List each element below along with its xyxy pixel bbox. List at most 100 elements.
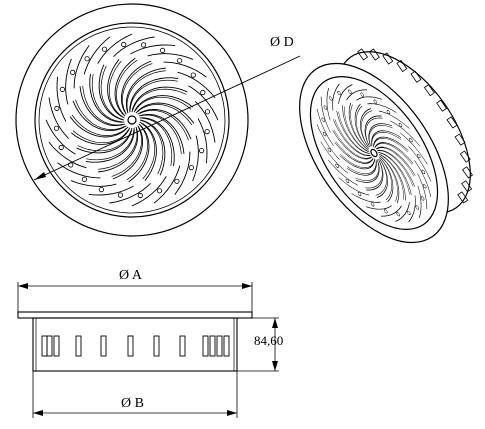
louver-vane xyxy=(138,113,185,154)
louver-hook xyxy=(417,185,422,219)
louver-vane-edge xyxy=(361,110,373,147)
collar-slot xyxy=(357,48,369,61)
louver-hole xyxy=(141,42,147,48)
louver-hole xyxy=(204,129,210,135)
louver-hole xyxy=(337,90,341,96)
louver-vane xyxy=(336,110,370,154)
louver-vane-edge xyxy=(335,141,373,163)
louver-vane xyxy=(79,86,126,127)
dimension-d-arrow xyxy=(34,172,46,180)
louver-vane xyxy=(379,155,400,204)
louver-hole xyxy=(407,210,411,216)
louver-vane xyxy=(374,142,414,164)
louver-vane-edge xyxy=(375,159,387,196)
louver-hole xyxy=(188,165,194,171)
louver-hole xyxy=(423,184,427,189)
louver-hole xyxy=(160,47,166,54)
louver-vane xyxy=(366,158,384,191)
louver-hole xyxy=(323,105,328,110)
louver-hook xyxy=(380,205,402,217)
louver-hook xyxy=(390,120,421,147)
louver-vane xyxy=(332,130,373,160)
louver-hole xyxy=(327,147,332,152)
side-view xyxy=(17,282,279,418)
louver-hole xyxy=(53,125,60,131)
louver-vane-edge xyxy=(378,150,414,187)
louver-vane-edge xyxy=(140,114,182,155)
louver-hook xyxy=(408,146,432,182)
louver-vane-edge xyxy=(356,105,368,148)
louver-vane xyxy=(333,119,371,157)
louver-hook xyxy=(188,85,219,121)
side-collar-slots xyxy=(41,335,230,357)
louver-vane xyxy=(72,100,127,132)
louver-vane-edge xyxy=(77,129,132,152)
louver-hole xyxy=(117,192,124,198)
louver-hook xyxy=(332,83,340,111)
louver-hook xyxy=(70,180,117,187)
side-slot xyxy=(209,335,216,357)
side-slot xyxy=(202,335,209,357)
louver-vane-edge xyxy=(369,125,393,146)
louver-vane xyxy=(69,116,129,138)
louver-hole xyxy=(409,138,413,143)
collar-slot xyxy=(436,99,448,112)
louver-hole xyxy=(98,187,105,193)
dimension-h-arrow-bottom xyxy=(272,361,278,371)
louver-hook xyxy=(417,173,428,210)
louver-hook xyxy=(367,103,397,113)
louver-hook xyxy=(153,165,181,204)
side-slot xyxy=(127,335,134,357)
louver-hook xyxy=(131,176,167,207)
louver-vane xyxy=(137,108,192,140)
louver-vane-edge xyxy=(373,138,408,153)
louver-vane-edge xyxy=(139,110,189,141)
louver-vane xyxy=(98,64,125,121)
louver-hook xyxy=(356,96,383,101)
louver-vane xyxy=(98,126,139,173)
louver-vane-edge xyxy=(75,99,125,130)
louver-hook xyxy=(48,141,87,169)
louver-vane xyxy=(128,123,150,183)
louver-vane-edge xyxy=(365,160,383,189)
collar-slot xyxy=(368,48,380,61)
side-slot xyxy=(41,335,48,357)
louver-vane xyxy=(120,60,152,115)
louver-hole xyxy=(84,56,90,62)
collar-slot xyxy=(461,180,473,193)
front-grille-edge xyxy=(38,26,226,214)
louver-hole xyxy=(415,205,419,210)
louver-hook xyxy=(316,108,334,146)
louver-vane xyxy=(133,95,193,113)
iso-hub xyxy=(370,148,378,158)
louver-hook xyxy=(65,58,72,105)
louver-vane-edge xyxy=(71,114,127,136)
louver-hole xyxy=(199,148,205,154)
louver-vane-edge xyxy=(379,152,410,195)
louver-hook xyxy=(351,193,381,203)
louver-hole xyxy=(322,132,327,137)
louver-vane-edge xyxy=(111,127,142,177)
louver-vane xyxy=(360,108,372,148)
louver-vane xyxy=(125,67,166,114)
louver-vane-edge xyxy=(375,143,413,165)
dimension-b-arrow-right xyxy=(227,410,237,416)
side-collar xyxy=(32,317,238,372)
louver-vane-edge xyxy=(380,154,404,200)
louver-hole xyxy=(398,122,403,128)
louver-vane xyxy=(373,136,409,151)
louver-vane-edge xyxy=(376,147,415,177)
louver-hole xyxy=(174,178,180,184)
louver-hole xyxy=(156,188,163,194)
louver-vane-edge xyxy=(346,160,377,175)
louver-vane xyxy=(129,77,179,113)
louver-vane-edge xyxy=(132,88,187,111)
louver-hole xyxy=(81,176,88,182)
louver-vane xyxy=(368,123,393,147)
louver-hole xyxy=(101,46,108,52)
louver-vane-edge xyxy=(340,153,375,168)
louver-vane xyxy=(71,127,131,145)
louver-hole xyxy=(177,58,183,64)
side-slot xyxy=(153,335,160,357)
louver-vane-edge xyxy=(100,65,123,120)
